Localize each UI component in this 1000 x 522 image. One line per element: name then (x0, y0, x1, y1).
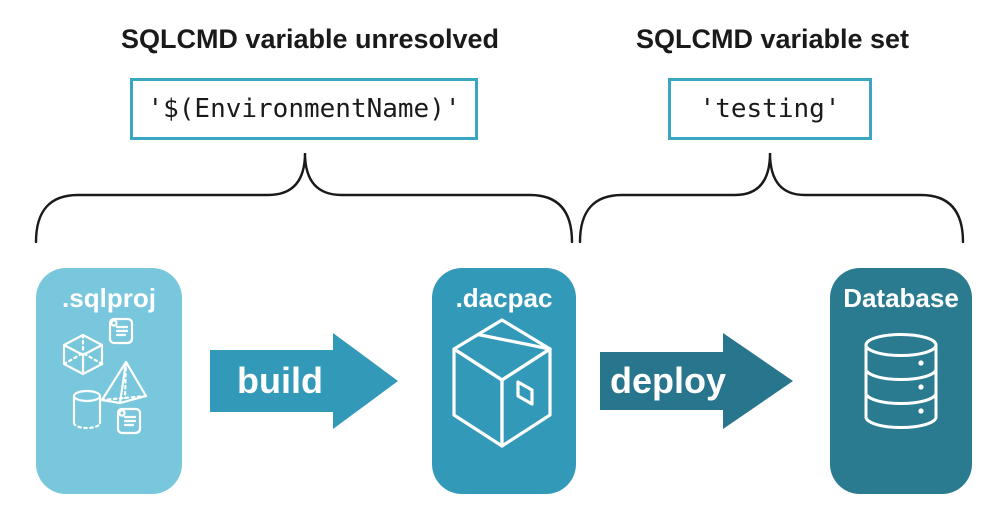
database-icon (864, 333, 938, 429)
node-dacpac-label: .dacpac (455, 283, 553, 313)
build-arrow (210, 333, 398, 429)
node-database: Database (830, 268, 972, 494)
deploy-arrow (600, 333, 793, 429)
deploy-arrow-label: deploy (609, 360, 726, 401)
package-icon (452, 318, 552, 448)
code-testing: 'testing' (699, 94, 841, 124)
heading-variable-set: SQLCMD variable set (635, 24, 910, 54)
cube-icon (62, 333, 104, 376)
scroll-icon (116, 407, 142, 435)
code-environment-name: '$(EnvironmentName)' (147, 94, 461, 124)
pyramid-icon (100, 360, 148, 405)
scroll-icon (108, 317, 134, 345)
code-box-testing: 'testing' (668, 78, 872, 140)
node-sqlproj-label: .sqlproj (62, 283, 156, 313)
build-arrow-label: build (237, 360, 323, 401)
heading-variable-unresolved: SQLCMD variable unresolved (120, 24, 500, 54)
left-curly-brace (34, 152, 574, 244)
sql-objects-icon (62, 317, 148, 435)
node-sqlproj: .sqlproj (36, 268, 182, 494)
node-database-label: Database (843, 283, 959, 313)
right-curly-brace (578, 152, 965, 244)
cylinder-icon (72, 389, 102, 430)
code-box-environment-name: '$(EnvironmentName)' (130, 78, 478, 140)
node-dacpac: .dacpac (432, 268, 576, 494)
